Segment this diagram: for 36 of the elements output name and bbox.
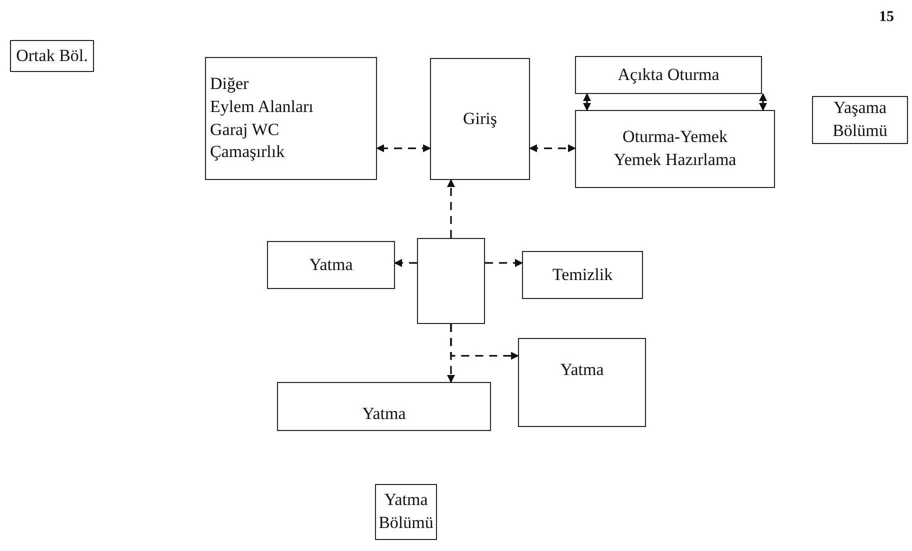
arrow (447, 179, 455, 238)
area-label: Temizlik (552, 264, 613, 286)
area-label: Yatma (309, 254, 353, 276)
area-label: Açıkta Oturma (618, 64, 720, 86)
area-box (277, 382, 491, 431)
area-box (267, 241, 395, 289)
arrow (376, 144, 431, 152)
area-label: Giriş (463, 108, 497, 130)
page-number: 15 (879, 8, 894, 27)
area-box (375, 484, 437, 540)
area-label: Yatma Bölümü (378, 489, 434, 534)
area-box (518, 338, 646, 427)
arrow (529, 144, 576, 152)
arrow (450, 324, 519, 360)
area-label: Diğer (210, 72, 249, 95)
arrow (583, 93, 591, 111)
area-box (575, 56, 762, 94)
hall-box (417, 238, 485, 324)
area-label: Garaj WC (210, 118, 280, 141)
area-label: Ortak Böl. (16, 44, 88, 67)
arrow (759, 93, 767, 111)
area-box (205, 57, 377, 180)
arrow (394, 258, 417, 267)
area-label: Eylem Alanları (210, 96, 314, 118)
area-label: Oturma-Yemek (622, 126, 728, 148)
area-box (10, 40, 94, 72)
area-label: Yaşama Bölümü (832, 97, 888, 142)
area-box (812, 96, 908, 144)
area-label: Yatma (560, 359, 604, 381)
area-label: Çamaşırlık (210, 141, 285, 164)
area-label: Yemek Hazırlama (614, 149, 736, 171)
area-box (430, 58, 530, 180)
area-box (522, 251, 643, 299)
area-label: Yatma (362, 403, 406, 426)
arrow (485, 258, 523, 267)
area-box (575, 110, 775, 188)
